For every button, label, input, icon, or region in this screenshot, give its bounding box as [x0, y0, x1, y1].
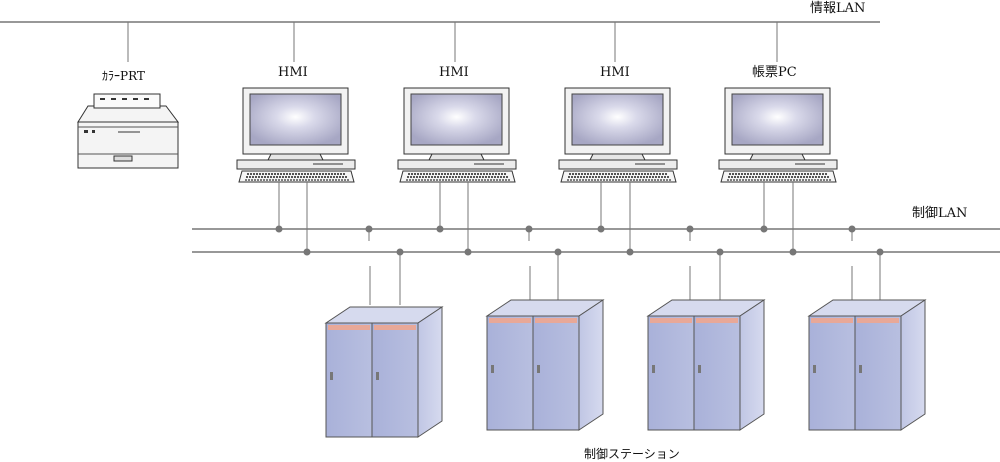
hmi-3-label: HMI	[600, 65, 630, 80]
control-station-1-icon	[325, 306, 443, 438]
hmi-1-label: HMI	[278, 65, 308, 80]
control-station-3-icon	[647, 299, 765, 431]
report-pc-workstation-icon	[718, 87, 838, 183]
info-lan-label: 情報LAN	[810, 1, 865, 16]
control-station-2-icon	[486, 299, 604, 431]
control-stations-label: 制御ステーション	[584, 446, 680, 461]
color-printer-icon	[77, 93, 179, 169]
control-lan-label: 制御LAN	[912, 206, 967, 221]
hmi-1-workstation-icon	[236, 87, 356, 183]
control-station-4-icon	[808, 299, 926, 431]
report-pc-label: 帳票PC	[752, 65, 797, 80]
station-control-lan-links	[365, 225, 884, 305]
hmi-2-label: HMI	[439, 65, 469, 80]
hmi-2-workstation-icon	[397, 87, 517, 183]
workstation-control-lan-links	[275, 182, 797, 256]
color-printer-label: ｶﾗｰPRT	[102, 69, 145, 83]
hmi-3-workstation-icon	[558, 87, 678, 183]
